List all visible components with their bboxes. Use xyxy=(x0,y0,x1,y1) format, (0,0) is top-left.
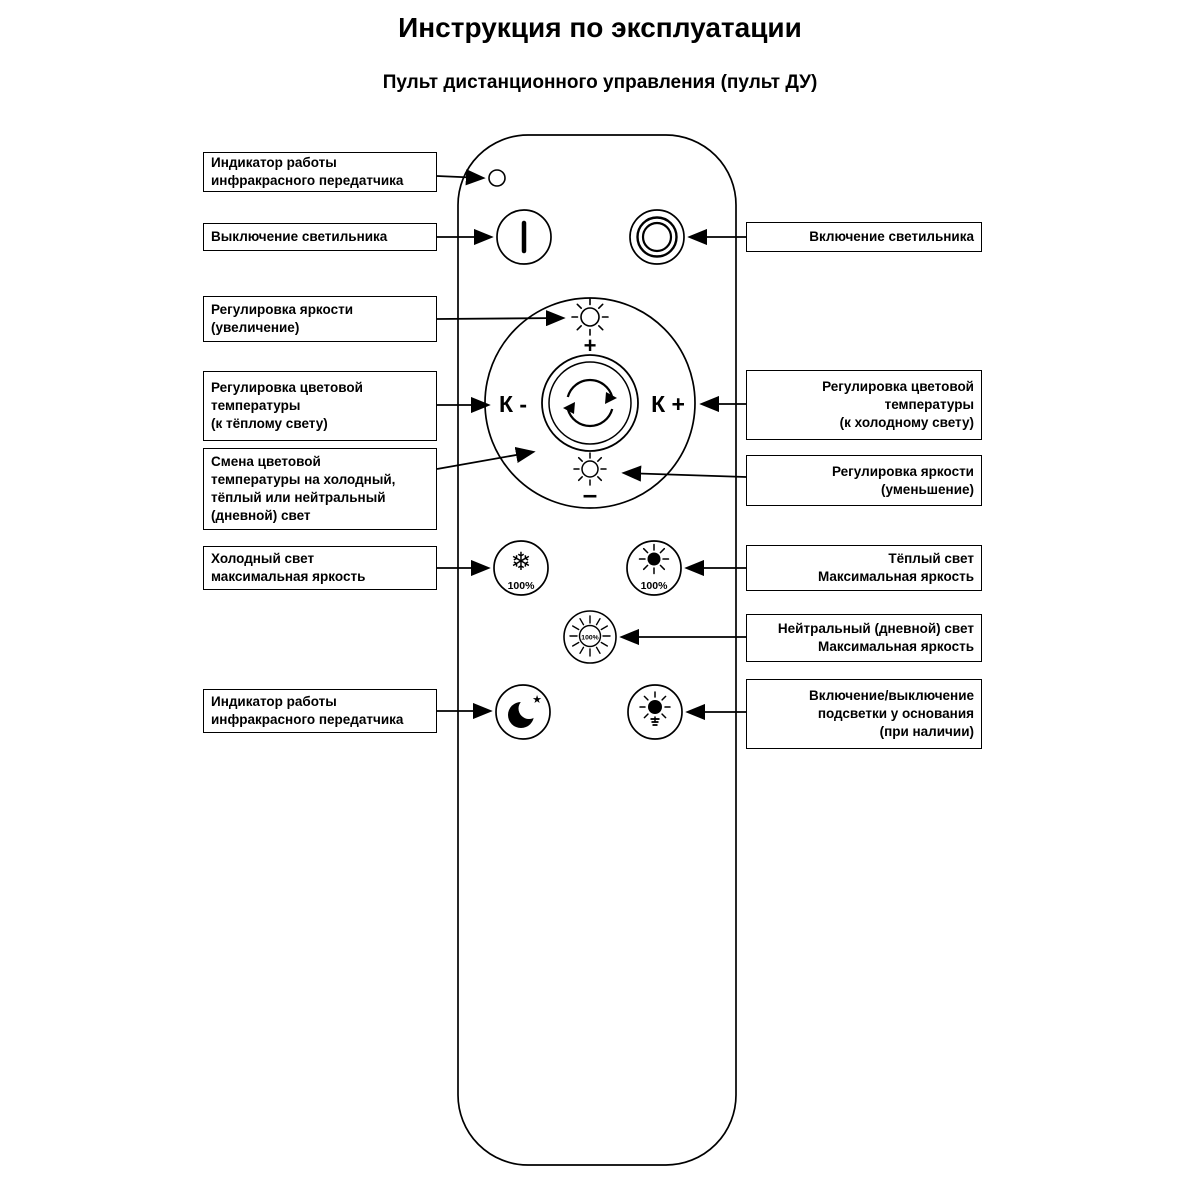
sun-outline-icon xyxy=(578,624,602,648)
page-subtitle: Пульт дистанционного управления (пульт Д… xyxy=(382,72,818,93)
rotate-arrows-icon xyxy=(563,378,617,428)
callout-backlight: Включение/выключение подсветки у основан… xyxy=(746,679,982,749)
arrow-ir-top xyxy=(436,169,486,186)
callout-cold-max: Холодный свет максимальная яркость xyxy=(203,546,437,590)
callout-arrows xyxy=(436,169,748,721)
warm-max-button: 100% xyxy=(626,540,682,596)
callout-text: Холодный свет максимальная яркость xyxy=(211,551,366,584)
callout-brightness-up: Регулировка яркости (увеличение) xyxy=(203,296,437,342)
night-mode-button: ★ xyxy=(495,684,551,740)
callout-text: Тёплый свет Максимальная яркость xyxy=(818,551,974,584)
arrow-brightness-down xyxy=(621,465,747,482)
callout-text: Смена цветовой температуры на холодный, … xyxy=(211,454,396,523)
percent-label: 100% xyxy=(508,580,536,592)
percent-label: 100% xyxy=(641,580,669,592)
power-on-ring-icon xyxy=(636,216,678,258)
callout-text: Регулировка яркости (увеличение) xyxy=(211,302,354,335)
percent-label: 100% xyxy=(581,635,598,642)
callout-power-on: Включение светильника xyxy=(746,222,982,252)
k-plus-label: К + xyxy=(651,391,685,417)
neutral-max-button: 100% xyxy=(563,610,617,664)
page-title: Инструкция по эксплуатации xyxy=(398,12,802,43)
plus-label: + xyxy=(584,333,597,358)
power-on-button xyxy=(629,209,685,265)
callout-text: Регулировка цветовой температуры (к тёпл… xyxy=(211,380,363,431)
sun-filled-icon xyxy=(647,552,661,566)
snowflake-icon: ❄ xyxy=(511,548,532,576)
callout-text: Включение светильника xyxy=(809,229,974,245)
callout-text: Регулировка яркости (уменьшение) xyxy=(831,463,974,497)
callout-text: Нейтральный (дневной) свет Максимальная … xyxy=(777,621,974,654)
callout-cold-shift: Регулировка цветовой температуры (к холо… xyxy=(746,370,982,440)
callout-text: Включение/выключение подсветки у основан… xyxy=(809,688,974,739)
ir-indicator-led xyxy=(488,169,506,187)
backlight-button xyxy=(627,684,683,740)
callout-text: Индикатор работы инфракрасного передатчи… xyxy=(211,694,404,727)
callout-night-ir: Индикатор работы инфракрасного передатчи… xyxy=(203,689,437,733)
star-icon: ★ xyxy=(532,694,542,706)
callout-text: Регулировка цветовой температуры (к холо… xyxy=(822,379,974,430)
cold-max-button: ❄ 100% xyxy=(493,540,549,596)
callout-ir-indicator: Индикатор работы инфракрасного передатчи… xyxy=(203,152,437,192)
callout-power-off: Выключение светильника xyxy=(203,223,437,251)
callout-color-cycle: Смена цветовой температуры на холодный, … xyxy=(203,448,437,530)
callout-text: Выключение светильника xyxy=(211,229,388,245)
callout-warm-max: Тёплый свет Максимальная яркость xyxy=(746,545,982,591)
moon-icon xyxy=(508,698,540,728)
callout-neutral-max: Нейтральный (дневной) свет Максимальная … xyxy=(746,614,982,662)
color-cycle-button xyxy=(541,354,639,452)
brightness-up-icon xyxy=(571,298,609,336)
minus-label: – xyxy=(583,479,597,509)
power-off-button xyxy=(496,209,552,265)
arrow-color-cycle xyxy=(436,447,536,470)
arrow-brightness-up xyxy=(436,310,566,327)
k-minus-label: К - xyxy=(499,391,527,417)
bulb-icon xyxy=(639,691,671,726)
brightness-down-icon xyxy=(573,452,607,486)
callout-brightness-down: Регулировка яркости (уменьшение) xyxy=(746,455,982,506)
callout-warm-shift: Регулировка цветовой температуры (к тёпл… xyxy=(203,371,437,441)
callout-text: Индикатор работы инфракрасного передатчи… xyxy=(211,155,404,188)
